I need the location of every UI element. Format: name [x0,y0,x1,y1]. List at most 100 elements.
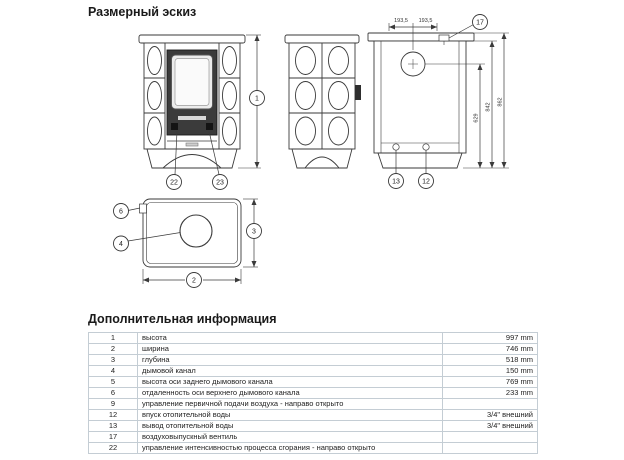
row-number: 4 [88,365,138,377]
tile-oval [295,81,316,110]
callout-13-label: 13 [392,179,400,186]
row-value [442,398,538,410]
top-view-callouts: 6 4 [113,203,181,252]
row-number: 12 [88,409,138,421]
table-row: 9 управление первичной подачи воздуха - … [88,398,538,410]
tile-oval [222,81,237,110]
flue-channel [179,214,213,248]
row-description: дымовой канал [137,365,443,377]
callout-6 [113,203,129,219]
row-value: 518 mm [442,354,538,366]
width-dimension: 2 [142,269,242,288]
callout-1 [249,90,265,106]
right-control-knob [206,123,213,130]
water-outlet-fitting [392,143,400,151]
table-row: 17 воздуховыпускный вентиль [88,431,538,443]
row-value: 746 mm [442,343,538,355]
callout-1-label: 1 [255,96,259,103]
table-row: 13 вывод отопительной воды 3/4" внешний [88,420,538,432]
left-control-knob [171,123,178,130]
depth-dimension: 3 [243,198,262,268]
row-number: 17 [88,431,138,443]
row-value: 3/4" внешний [442,420,538,432]
callout-13 [388,173,404,189]
callout-2-label: 2 [192,278,196,285]
height-dimension: 1 [238,34,265,169]
row-description: ширина [137,343,443,355]
dim-label-flue-axis-height: 629 [474,113,480,122]
row-number: 3 [88,354,138,366]
callout-2 [186,272,202,288]
rear-view-drawing [367,32,475,169]
rear-height-dimensions: 629 842 862 [425,32,509,169]
tile-oval [222,116,237,146]
row-number: 1 [88,332,138,344]
callout-12-label: 12 [422,179,430,186]
row-number: 22 [88,442,138,454]
base-arch [162,154,222,169]
page-title: Размерный эскиз [88,5,197,19]
row-description: высота [137,332,443,344]
tile-oval [328,46,349,75]
tile-oval [147,46,162,75]
tile-oval [328,116,349,146]
callout-22-label: 22 [170,180,178,187]
row-value: 997 mm [442,332,538,344]
dimensional-sketch: 1 22 23 [113,14,509,288]
tile-oval [147,81,162,110]
table-row: 3 глубина 518 mm [88,354,538,366]
stove-base [291,148,353,169]
dim-label-total-height: 862 [498,97,504,106]
row-value: 150 mm [442,365,538,377]
row-value: 3/4" внешний [442,409,538,421]
stove-base [146,148,238,169]
water-inlet-fitting [422,143,430,151]
info-table: 1 высота 997 mm 2 ширина 746 mm 3 глубин… [88,332,538,454]
door-handle [355,85,361,100]
dim-label-flue-offset-right: 193,5 [419,18,433,24]
tile-oval [147,116,162,146]
callout-22 [166,174,182,190]
row-value: 769 mm [442,376,538,388]
row-value [442,431,538,443]
flue-offset-dimension: 193,5 193,5 [388,18,438,50]
table-row: 12 впуск отопительной воды 3/4" внешний [88,409,538,421]
callout-17-label: 17 [476,20,484,27]
callout-3 [246,223,262,239]
row-description: высота оси заднего дымового канала [137,376,443,388]
top-view-drawing [139,198,242,268]
table-row: 6 отдаленность оси верхнего дымового кан… [88,387,538,399]
dim-label-body-height: 842 [486,102,492,111]
callout-23-label: 23 [216,180,224,187]
row-description: управление интенсивностью процесса сгора… [137,442,443,454]
table-row: 1 высота 997 mm [88,332,538,344]
table-row: 5 высота оси заднего дымового канала 769… [88,376,538,388]
row-value: 233 mm [442,387,538,399]
row-description: управление первичной подачи воздуха - на… [137,398,443,410]
side-view-drawing [284,34,361,169]
row-description: глубина [137,354,443,366]
additional-info-section: Дополнительная информация 1 высота 997 m… [88,312,538,454]
dim-label-flue-offset-left: 193,5 [394,18,408,24]
air-slit [178,116,206,120]
front-callouts: 22 23 [166,130,228,190]
row-value [442,442,538,454]
row-description: отдаленность оси верхнего дымового канал… [137,387,443,399]
base-arch [304,156,340,169]
row-number: 13 [88,420,138,432]
section-title: Дополнительная информация [88,312,277,326]
air-valve [438,34,450,42]
callout-4-label: 4 [119,241,123,248]
row-number: 6 [88,387,138,399]
tile-oval [295,116,316,146]
row-description: воздуховыпускный вентиль [137,431,443,443]
callout-23 [212,174,228,190]
stove-base [377,152,463,169]
valve-callout: 17 [448,14,488,39]
row-number: 9 [88,398,138,410]
front-view-drawing [138,34,246,169]
row-number: 5 [88,376,138,388]
tile-oval [328,81,349,110]
row-description: впуск отопительной воды [137,409,443,421]
